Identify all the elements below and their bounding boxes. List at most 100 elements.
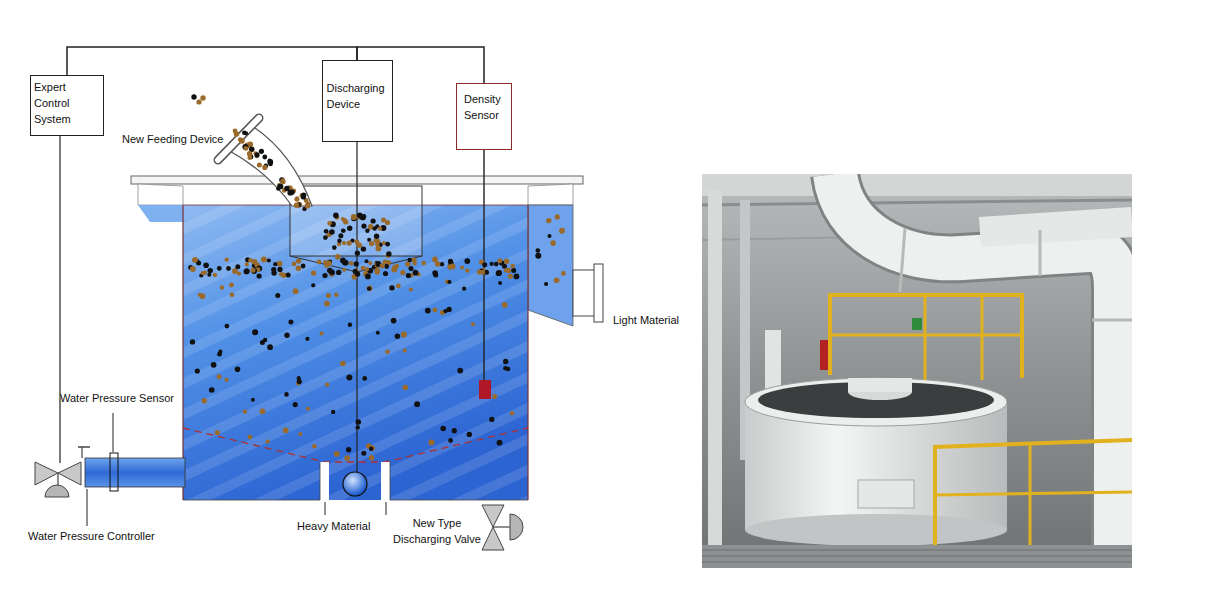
tank-rim bbox=[745, 378, 1007, 426]
particle bbox=[200, 293, 206, 299]
launder-wall bbox=[138, 184, 183, 205]
particle bbox=[448, 438, 453, 443]
particle bbox=[359, 214, 364, 219]
valve-body bbox=[482, 527, 504, 550]
particle bbox=[280, 178, 285, 183]
particle bbox=[375, 268, 380, 273]
pipe-flange bbox=[1039, 230, 1042, 276]
particle bbox=[306, 202, 311, 207]
yellow-railing bbox=[935, 492, 1132, 495]
particle bbox=[203, 262, 209, 268]
particle bbox=[235, 264, 240, 269]
valve-handle bbox=[78, 446, 90, 448]
particle bbox=[386, 251, 391, 256]
particle bbox=[462, 287, 466, 291]
particle bbox=[336, 270, 341, 275]
particle bbox=[510, 264, 515, 269]
particle bbox=[200, 95, 205, 100]
particle bbox=[213, 273, 217, 277]
leader-line bbox=[113, 413, 114, 452]
particle bbox=[447, 264, 452, 269]
particle bbox=[208, 268, 213, 273]
ceiling-beam bbox=[702, 200, 1132, 205]
tank-wall bbox=[527, 205, 528, 500]
particle bbox=[432, 270, 438, 276]
discharge-shaft bbox=[356, 100, 357, 472]
particle bbox=[401, 332, 407, 338]
particle bbox=[239, 138, 245, 144]
particle bbox=[502, 302, 508, 308]
particle bbox=[414, 401, 420, 407]
particle bbox=[497, 258, 502, 263]
particle bbox=[546, 218, 551, 223]
particle bbox=[354, 261, 359, 266]
particle bbox=[248, 258, 253, 263]
particle bbox=[284, 333, 289, 338]
particle bbox=[361, 246, 366, 251]
leader-line bbox=[386, 502, 387, 515]
particle bbox=[248, 435, 253, 440]
particle bbox=[195, 368, 200, 373]
part-label: New Feeding Device bbox=[122, 132, 224, 148]
particle bbox=[460, 265, 464, 269]
particle bbox=[254, 152, 259, 157]
particle bbox=[271, 267, 276, 272]
valve-actuator bbox=[510, 514, 523, 540]
particle bbox=[362, 376, 367, 381]
particle bbox=[443, 309, 447, 313]
particle bbox=[273, 262, 277, 266]
particle bbox=[504, 268, 508, 272]
particle bbox=[267, 159, 273, 165]
pipe-flange bbox=[1092, 319, 1132, 322]
particle bbox=[301, 192, 306, 197]
particle bbox=[257, 273, 262, 278]
particle bbox=[511, 268, 516, 273]
particle bbox=[341, 229, 345, 233]
particle bbox=[342, 229, 346, 233]
particle bbox=[357, 213, 363, 219]
particle bbox=[467, 432, 472, 437]
particle bbox=[220, 285, 224, 289]
particle bbox=[327, 268, 333, 274]
large-pipe bbox=[980, 222, 1132, 232]
hopper-outline bbox=[390, 462, 528, 500]
particle bbox=[369, 447, 373, 451]
particle bbox=[435, 261, 440, 266]
part-label: New Type Discharging Valve bbox=[388, 516, 486, 548]
particle bbox=[340, 361, 346, 367]
leader-line bbox=[87, 489, 88, 526]
particle bbox=[337, 239, 341, 243]
particle bbox=[440, 426, 446, 432]
particle bbox=[334, 293, 338, 297]
particle bbox=[403, 348, 407, 352]
box-text: Expert Control System bbox=[34, 80, 100, 128]
particle bbox=[497, 440, 503, 446]
particle bbox=[550, 240, 556, 246]
particle bbox=[292, 262, 297, 267]
particle bbox=[262, 165, 267, 170]
photo-background bbox=[702, 174, 1132, 568]
particle bbox=[251, 268, 257, 274]
particle bbox=[276, 187, 280, 191]
particle bbox=[347, 241, 352, 246]
particle bbox=[482, 262, 487, 267]
particle bbox=[284, 392, 289, 397]
particle bbox=[385, 220, 390, 225]
particle bbox=[342, 268, 346, 272]
particle bbox=[385, 349, 390, 354]
particle bbox=[510, 411, 514, 415]
particle bbox=[361, 224, 366, 229]
particle bbox=[225, 257, 229, 261]
control-wire bbox=[67, 47, 357, 75]
particle bbox=[225, 324, 230, 329]
particle bbox=[385, 242, 390, 247]
particle bbox=[230, 292, 235, 297]
particle bbox=[356, 419, 362, 425]
particle bbox=[329, 229, 335, 235]
particle bbox=[297, 379, 302, 384]
valve-handle bbox=[81, 447, 82, 458]
column bbox=[708, 190, 722, 568]
particle bbox=[492, 394, 497, 399]
